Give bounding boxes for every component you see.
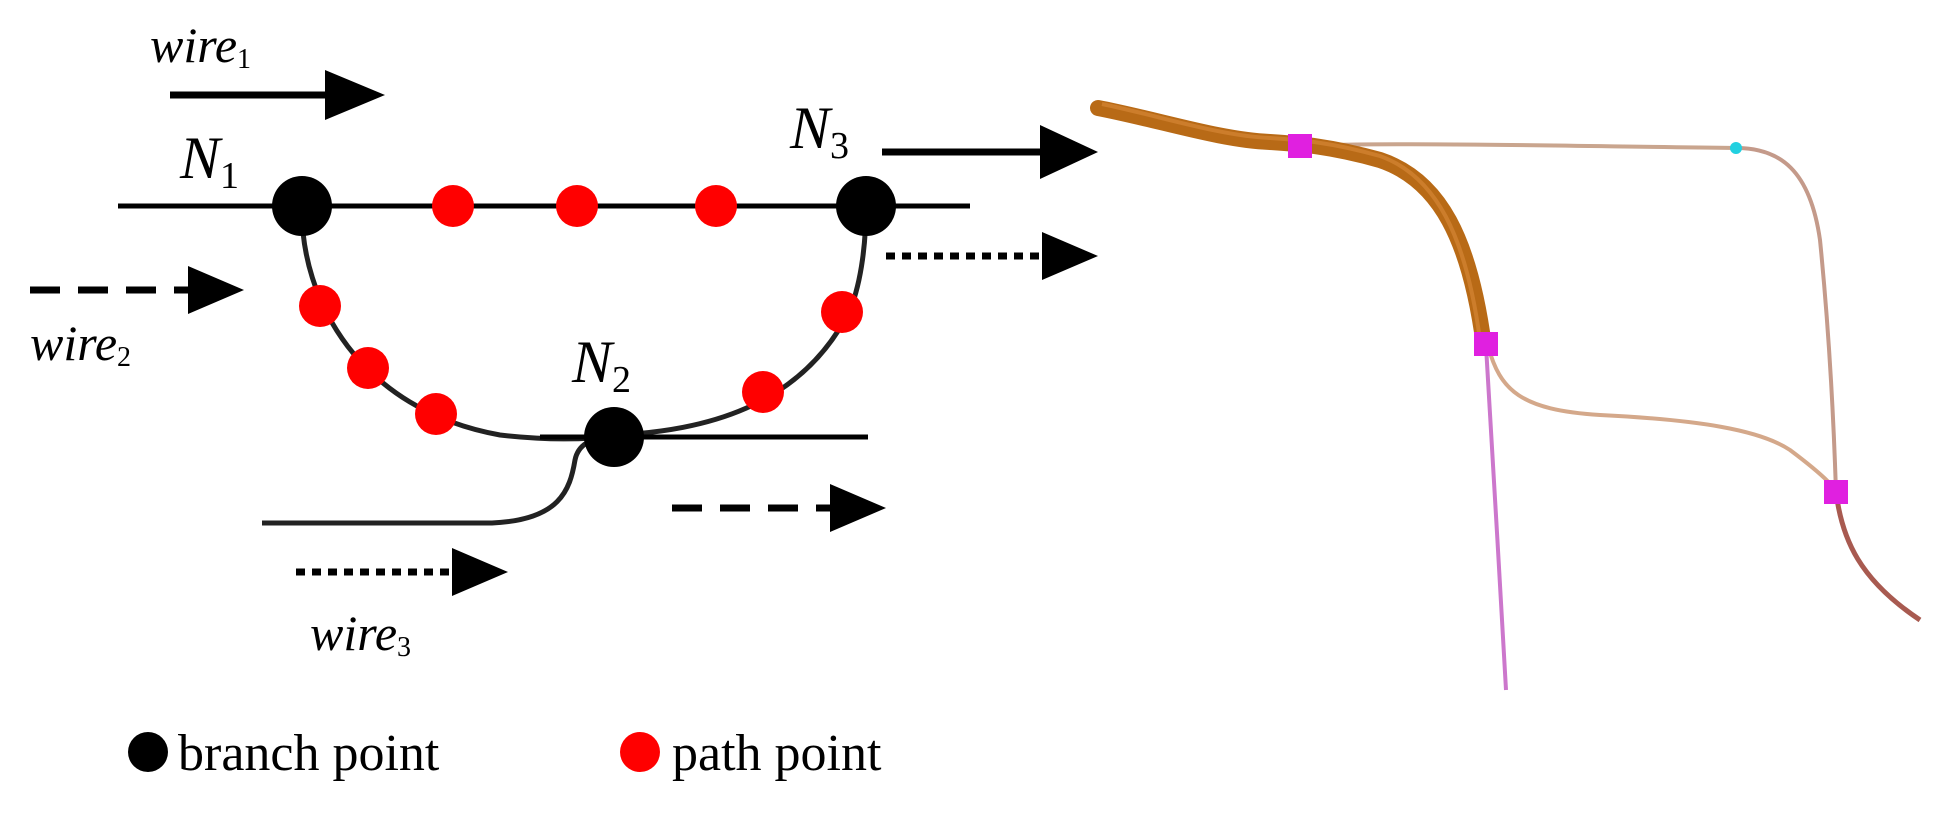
path-point [695,185,737,227]
thick-wire-highlight [1101,102,1482,341]
legend: branch point path point [128,725,882,782]
wire1-label: wire1 [150,17,251,75]
schematic-diagram: wire1 N1 N3 [30,17,1098,782]
junction-point [1288,134,1312,158]
junction-point [1474,332,1498,356]
legend-path-label: path point [672,725,882,782]
wire2-in-arrow [30,266,244,314]
branch-point-n3 [836,176,896,236]
branch-point-n2 [584,407,644,467]
junction-point [1824,480,1848,504]
legend-path-marker [620,732,660,772]
path-point [415,393,457,435]
path-point [556,185,598,227]
wire2-label: wire2 [30,315,131,373]
wire3-in-arrow [296,548,508,596]
pink-wire [1484,345,1508,691]
path-points [299,185,863,435]
node-n1-label: N1 [179,125,239,197]
thin-wire-lower [1486,345,1838,493]
wire1-arrow [170,70,385,120]
wire3-out-arrow [886,232,1098,280]
thin-wire-upper [1299,142,1737,150]
branch-points [272,176,896,467]
legend-branch-marker [128,732,168,772]
legend-branch-label: branch point [178,725,440,782]
thin-wire-right [1735,146,1838,493]
wire-render-3d [1090,100,1922,691]
wire1-out-arrow [882,125,1098,179]
node-n2-label: N2 [571,329,631,401]
cyan-point [1730,142,1742,154]
wire3-label: wire3 [310,605,411,663]
path-point [347,347,389,389]
branch-point-n1 [272,176,332,236]
path-point [742,371,784,413]
node-n3-label: N3 [789,95,849,167]
path-point [432,185,474,227]
wire2-out-arrow [672,484,886,532]
u-curve-wire [299,205,869,442]
path-point [821,291,863,333]
path-point [299,285,341,327]
wire3-line [262,433,613,526]
thin-wire-tail [1833,491,1922,623]
